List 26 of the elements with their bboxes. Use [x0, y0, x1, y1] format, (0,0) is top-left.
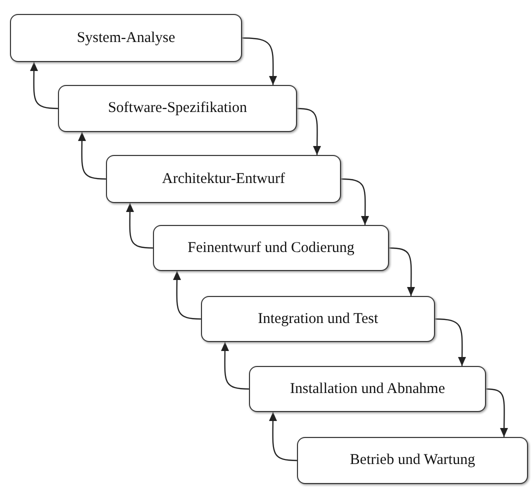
- process-box: [10, 14, 242, 62]
- arrow: [126, 203, 154, 249]
- arrow: [340, 178, 370, 225]
- box-label: Feinentwurf und Codierung: [188, 240, 354, 256]
- box-label: Software-Spezifikation: [108, 100, 248, 117]
- arrow: [242, 37, 278, 85]
- process-box: [106, 155, 341, 203]
- arrow: [30, 62, 58, 110]
- box-label: Integration und Test: [258, 310, 378, 328]
- box-label: Installation und Abnahme: [290, 380, 445, 398]
- process-box: [249, 366, 486, 412]
- arrow: [434, 318, 466, 366]
- arrow: [78, 132, 106, 180]
- arrow: [268, 412, 298, 462]
- arrow: [486, 388, 508, 437]
- arrow: [388, 247, 416, 296]
- arrow: [220, 342, 250, 390]
- process-box: [58, 85, 297, 132]
- process-box: [201, 296, 435, 342]
- process-box: [297, 437, 528, 484]
- arrow: [172, 271, 202, 320]
- process-box: [153, 225, 389, 271]
- arrow: [296, 108, 322, 155]
- box-label: Architektur-Entwurf: [162, 170, 285, 188]
- box-label: System-Analyse: [76, 30, 176, 46]
- box-label: Betrieb und Wartung: [350, 452, 476, 469]
